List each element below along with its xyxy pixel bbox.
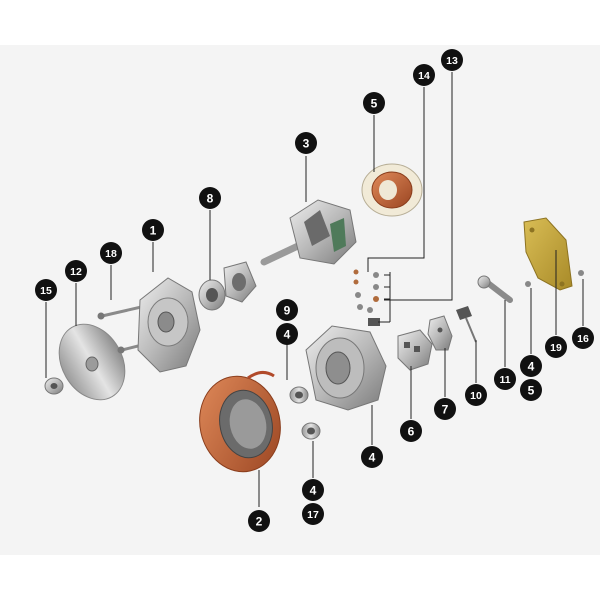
part-screws [525,270,584,287]
svg-text:9: 9 [284,304,291,318]
part-probe [477,275,513,303]
callout-17: 17 [302,503,324,525]
callouts: 1 2 3 4 4 4 4 5 5 6 7 8 9 10 11 12 13 14… [35,49,594,532]
svg-text:19: 19 [550,342,562,354]
svg-text:15: 15 [40,285,52,297]
callout-4-c: 4 [302,479,324,501]
part-hardware-kit [353,269,380,326]
part-rotor-coil [361,163,423,217]
callout-6: 6 [400,420,422,442]
part-nut [44,377,64,395]
svg-text:4: 4 [369,451,376,465]
svg-text:3: 3 [303,137,310,151]
svg-text:4: 4 [528,360,535,374]
svg-text:12: 12 [70,266,82,278]
callout-15: 15 [35,279,57,301]
part-stator [199,371,281,473]
callout-16: 16 [572,327,594,349]
part-regulator-plate [427,315,453,351]
background-band [0,45,600,555]
svg-text:17: 17 [307,509,319,521]
callout-19: 19 [545,336,567,358]
part-bearing-retainer [198,261,257,311]
svg-text:13: 13 [446,55,458,67]
callout-8: 8 [199,187,221,209]
callout-11: 11 [494,368,516,390]
svg-text:7: 7 [442,403,449,417]
callout-4-a: 4 [276,323,298,345]
callout-2: 2 [248,510,270,532]
svg-text:6: 6 [408,425,415,439]
svg-text:2: 2 [256,515,263,529]
callout-1: 1 [142,219,164,241]
callout-12: 12 [65,260,87,282]
callout-14: 14 [413,64,435,86]
svg-text:4: 4 [310,484,317,498]
callout-13: 13 [441,49,463,71]
svg-text:5: 5 [371,97,378,111]
svg-text:11: 11 [499,374,510,386]
part-cover-gasket [523,217,573,291]
svg-text:10: 10 [470,390,482,402]
part-rotor [260,199,357,266]
callout-3: 3 [295,132,317,154]
part-bearing-small [289,386,309,404]
callout-7: 7 [434,398,456,420]
svg-text:14: 14 [418,70,430,82]
callout-5-a: 5 [363,92,385,114]
part-rectifier [397,329,433,371]
svg-text:16: 16 [577,333,589,345]
callout-5-b: 5 [520,379,542,401]
part-rear-housing [305,325,387,411]
leader-lines [45,72,584,507]
svg-text:5: 5 [528,384,535,398]
part-front-housing [137,277,201,373]
svg-text:1: 1 [150,224,157,238]
callout-4-b: 4 [361,446,383,468]
part-brush-terminal [456,306,477,343]
callout-4-d: 4 [520,355,542,377]
svg-text:8: 8 [207,192,214,206]
svg-text:18: 18 [105,248,117,260]
callout-18: 18 [100,242,122,264]
callout-9: 9 [276,299,298,321]
part-bushing [301,422,321,440]
part-fan [58,323,126,401]
svg-text:4: 4 [284,328,291,342]
callout-10: 10 [465,384,487,406]
